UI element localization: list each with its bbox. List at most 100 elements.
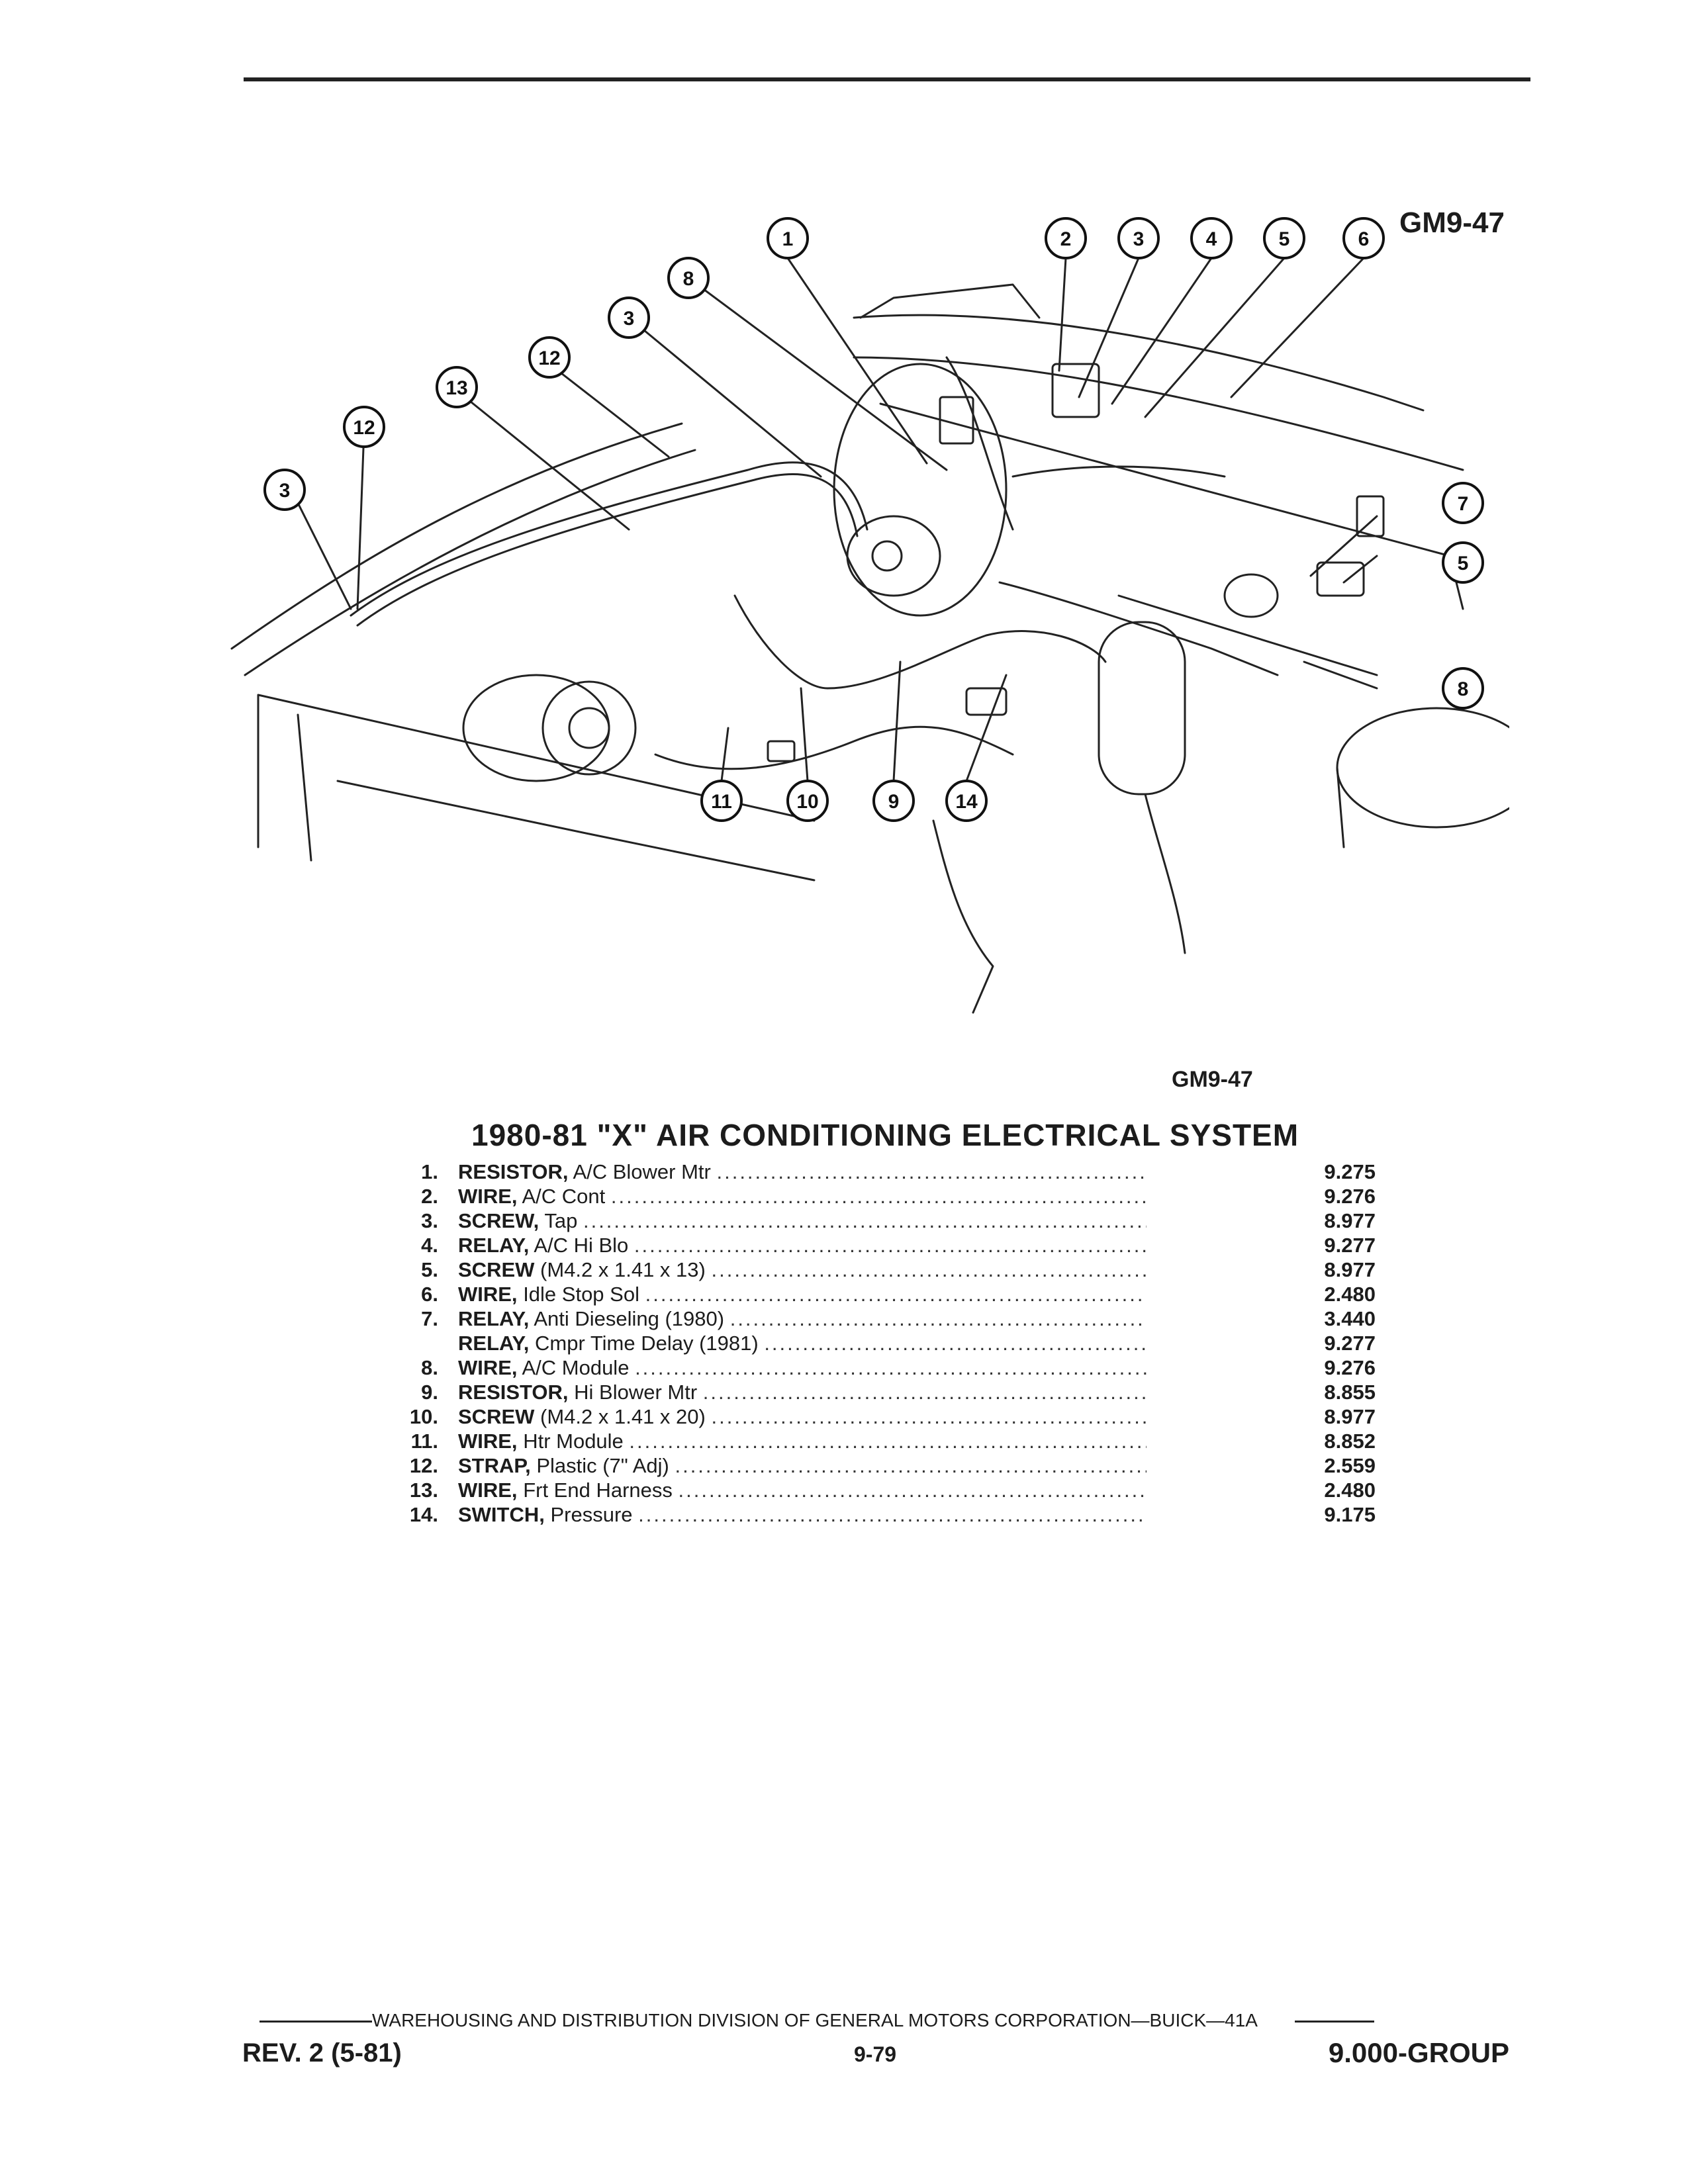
part-name: WIRE,	[458, 1479, 518, 1502]
fender-outline	[257, 694, 816, 862]
blower-hub	[871, 540, 903, 572]
svg-text:3: 3	[279, 480, 291, 502]
footer-rule-left	[259, 2021, 372, 2023]
callout-3c: 3	[263, 469, 306, 511]
horn-center	[568, 707, 610, 749]
relay-hi-blo	[1051, 363, 1100, 418]
callout-7: 7	[1442, 482, 1484, 524]
callout-6: 6	[1342, 217, 1385, 259]
part-number: 14.	[409, 1503, 438, 1526]
svg-text:2: 2	[1060, 228, 1072, 250]
top-rule	[244, 77, 1530, 81]
blower-motor	[846, 515, 941, 597]
group-number: 9.000-GROUP	[1328, 2037, 1509, 2068]
hood-edge-inner	[244, 449, 696, 676]
part-group-number: 2.559	[1324, 1454, 1376, 1477]
part-number: 9.	[421, 1381, 438, 1404]
part-row: 6.WIRE, Idle Stop Sol ..................…	[371, 1282, 1377, 1306]
part-row: 10. SCREW (M4.2 x 1.41 x 20) ............…	[371, 1404, 1377, 1429]
engine-outline	[932, 819, 994, 1014]
dot-leader: ........................................…	[711, 1258, 1147, 1281]
part-group-number: 9.276	[1324, 1356, 1376, 1379]
dot-leader: ........................................…	[716, 1160, 1147, 1183]
callout-12a: 12	[528, 336, 571, 379]
part-name: RESISTOR,	[458, 1381, 569, 1404]
resistor-block	[939, 396, 974, 445]
part-group-number: 9.277	[1324, 1332, 1376, 1355]
part-description: WIRE, Frt End Harness ..................…	[458, 1478, 1147, 1502]
part-description: SCREW (M4.2 x 1.41 x 20) ...............…	[458, 1404, 1147, 1429]
revision: REV. 2 (5-81)	[242, 2038, 402, 2068]
svg-text:12: 12	[538, 347, 560, 369]
callout-11: 11	[700, 780, 743, 822]
part-group-number: 8.852	[1324, 1430, 1376, 1453]
part-row: 1.RESISTOR, A/C Blower Mtr .............…	[371, 1160, 1377, 1184]
svg-text:3: 3	[1133, 228, 1145, 250]
connector-2	[767, 740, 796, 762]
firewall-top	[853, 314, 1425, 412]
callout-9: 9	[872, 780, 915, 822]
accumulator	[1098, 621, 1186, 796]
part-number: 8.	[421, 1356, 438, 1379]
part-group-number: 8.977	[1324, 1258, 1376, 1281]
part-name: SCREW	[458, 1258, 535, 1281]
callout-1: 1	[767, 217, 809, 259]
exploded-diagram: 1 2 3 4 5 6 8 3 12 13 12 3 7 5 8 11 10 9…	[230, 217, 1509, 1014]
firewall-lower	[853, 356, 1464, 471]
dot-leader: ........................................…	[633, 1234, 1147, 1257]
svg-text:9: 9	[888, 791, 900, 813]
horn	[541, 680, 637, 776]
callout-5a: 5	[1263, 217, 1305, 259]
part-name: RELAY,	[458, 1234, 530, 1257]
pressure-switch	[965, 687, 1008, 716]
part-description: SCREW (M4.2 x 1.41 x 13) ...............…	[458, 1257, 1147, 1282]
figure-id-bottom: GM9-47	[1172, 1067, 1253, 1092]
svg-text:12: 12	[353, 417, 375, 439]
part-row: 5.SCREW (M4.2 x 1.41 x 13) .............…	[371, 1257, 1377, 1282]
part-row: 7.RELAY, Anti Dieseling (1980) .........…	[371, 1306, 1377, 1331]
callout-5b: 5	[1442, 541, 1484, 584]
svg-text:1: 1	[782, 228, 794, 250]
part-row: 3.SCREW, Tap ...........................…	[371, 1208, 1377, 1233]
svg-text:4: 4	[1206, 228, 1217, 250]
svg-text:10: 10	[796, 791, 818, 813]
svg-text:11: 11	[711, 791, 732, 813]
dot-leader: ........................................…	[764, 1332, 1147, 1355]
dot-leader: ........................................…	[583, 1209, 1147, 1232]
svg-text:13: 13	[445, 377, 467, 399]
callout-3a: 3	[1117, 217, 1160, 259]
front-end-harness	[350, 461, 868, 617]
dot-leader: ........................................…	[678, 1479, 1147, 1502]
part-detail: Idle Stop Sol	[523, 1283, 639, 1306]
part-description: SWITCH, Pressure .......................…	[458, 1502, 1147, 1527]
part-detail: (M4.2 x 1.41 x 13)	[540, 1258, 706, 1281]
part-group-number: 3.440	[1324, 1307, 1376, 1330]
part-detail: Frt End Harness	[523, 1479, 673, 1502]
part-name: WIRE,	[458, 1185, 518, 1208]
part-row: 13. WIRE, Frt End Harness ...............…	[371, 1478, 1377, 1502]
part-description: RELAY, Anti Dieseling (1980) ...........…	[458, 1306, 1147, 1331]
dot-leader: ........................................…	[635, 1356, 1147, 1379]
htr-module-wire	[733, 594, 1107, 690]
callout-14: 14	[945, 780, 988, 822]
part-detail: (M4.2 x 1.41 x 20)	[540, 1405, 706, 1428]
part-detail: Anti Dieseling (1980)	[534, 1307, 725, 1330]
part-number: 10.	[409, 1405, 438, 1428]
front-end-harness-2	[356, 473, 859, 627]
part-number: 6.	[421, 1283, 438, 1306]
part-description: RELAY, A/C Hi Blo ......................…	[458, 1233, 1147, 1257]
footer-division: WAREHOUSING AND DISTRIBUTION DIVISION OF…	[259, 2010, 1504, 2036]
part-detail: Hi Blower Mtr	[574, 1381, 698, 1404]
part-name: WIRE,	[458, 1283, 518, 1306]
callout-3b: 3	[608, 296, 650, 339]
part-name: WIRE,	[458, 1430, 518, 1453]
part-group-number: 8.855	[1324, 1381, 1376, 1404]
parts-list: 1.RESISTOR, A/C Blower Mtr .............…	[371, 1160, 1377, 1527]
fan-shroud	[462, 674, 610, 782]
part-name: RELAY,	[458, 1307, 530, 1330]
dot-leader: ........................................…	[629, 1430, 1147, 1453]
part-number: 13.	[409, 1479, 438, 1502]
dot-leader: ........................................…	[702, 1381, 1147, 1404]
part-description: SCREW, Tap .............................…	[458, 1208, 1147, 1233]
callout-12b: 12	[343, 406, 385, 448]
